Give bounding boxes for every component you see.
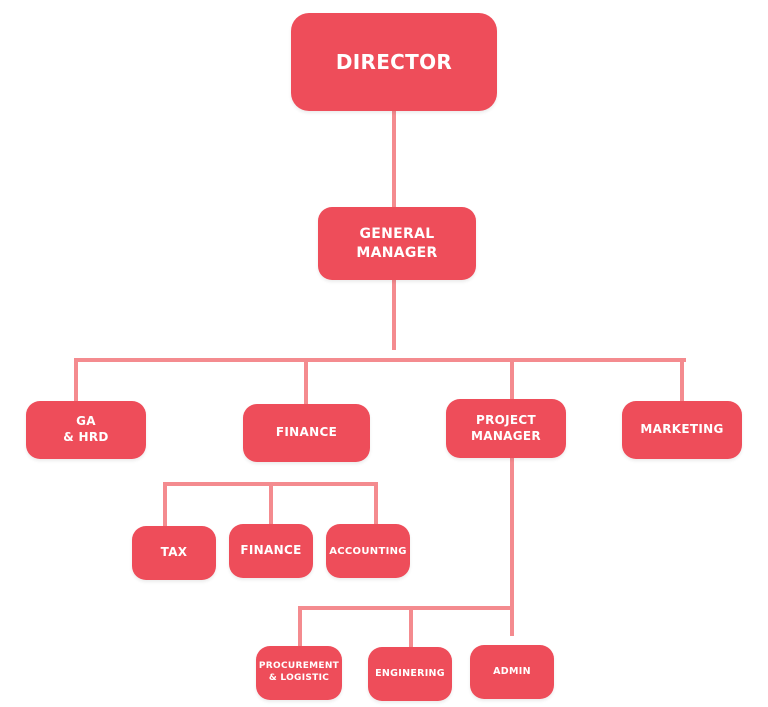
node-ga-hrd: GA & HRD [26, 401, 146, 459]
node-general-manager: GENERAL MANAGER [318, 207, 476, 280]
node-project-manager: PROJECT MANAGER [446, 399, 566, 458]
node-finance: FINANCE [243, 404, 370, 462]
node-procurement-logistic: PROCUREMENT & LOGISTIC [256, 646, 342, 700]
node-finance-sub: FINANCE [229, 524, 313, 578]
node-engineering: ENGINERING [368, 647, 452, 701]
node-accounting: ACCOUNTING [326, 524, 410, 578]
node-tax: TAX [132, 526, 216, 580]
node-admin: ADMIN [470, 645, 554, 699]
node-director: DIRECTOR [291, 13, 497, 111]
node-marketing: MARKETING [622, 401, 742, 459]
